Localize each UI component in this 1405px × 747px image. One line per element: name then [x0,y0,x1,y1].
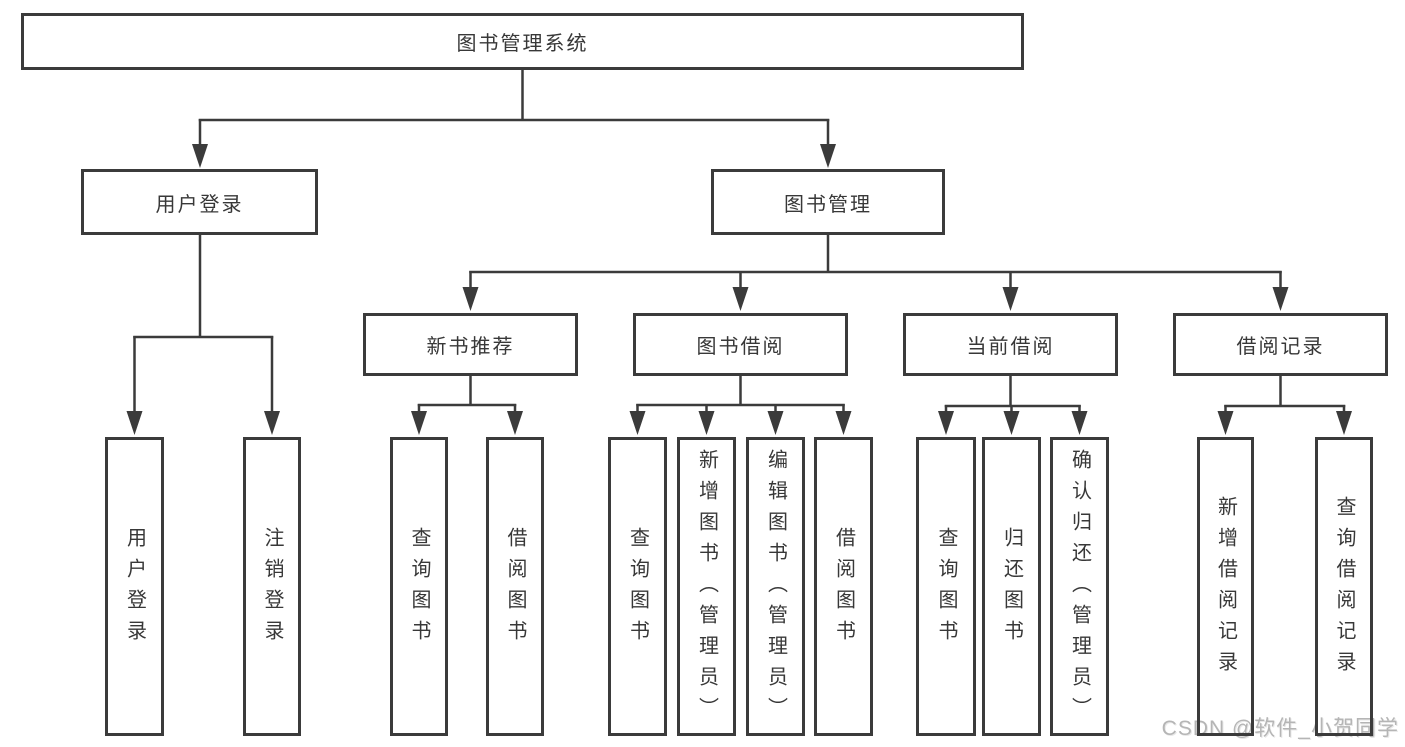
leaf-borrow-books-borrow: 借阅图书 [814,437,873,736]
leaf-query-borrow-record: 查询借阅记录 [1315,437,1373,736]
node-label: 图书借阅 [696,336,785,358]
edge-current-borrow-to-leaves [938,376,1088,435]
node-label: 注销登录 [261,526,283,651]
node-label: 查询借阅记录 [1333,495,1355,682]
edge-root-to-level2 [192,70,836,168]
node-label: 借阅图书 [504,526,526,651]
edge-user-login-to-leaves [126,235,280,435]
node-new-book-recommend: 新书推荐 [363,313,578,376]
node-label: 编辑图书（管理员） [764,449,787,728]
node-label: 新增图书（管理员） [695,449,718,728]
node-user-login: 用户登录 [81,169,318,235]
node-label: 确认归还（管理员） [1068,449,1091,728]
node-label: 借阅记录 [1236,336,1325,358]
leaf-add-borrow-record: 新增借阅记录 [1197,437,1254,736]
node-label: 查询图书 [935,526,957,651]
node-current-borrow: 当前借阅 [903,313,1118,376]
node-label: 新书推荐 [426,336,515,358]
node-label: 新增借阅记录 [1214,495,1237,682]
node-label: 归还图书 [1000,526,1023,651]
node-root-library-system: 图书管理系统 [21,13,1024,70]
node-label: 当前借阅 [966,336,1055,358]
leaf-query-books-recommend: 查询图书 [390,437,448,736]
leaf-logout: 注销登录 [243,437,301,736]
node-label: 用户登录 [123,526,146,651]
node-label: 图书管理系统 [456,33,589,55]
node-label: 图书管理 [784,193,872,216]
leaf-confirm-return-admin: 确认归还（管理员） [1050,437,1109,736]
node-label: 查询图书 [408,526,430,651]
leaf-user-login: 用户登录 [105,437,164,736]
leaf-query-books-current: 查询图书 [916,437,976,736]
leaf-query-books-borrow: 查询图书 [608,437,667,736]
leaf-edit-book-admin: 编辑图书（管理员） [746,437,805,736]
node-book-borrow: 图书借阅 [633,313,848,376]
edge-new-book-recommend-to-leaves [411,376,523,435]
node-label: 用户登录 [155,193,244,216]
node-label: 借阅图书 [832,526,855,651]
node-borrow-records: 借阅记录 [1173,313,1388,376]
leaf-borrow-books-recommend: 借阅图书 [486,437,544,736]
edge-book-borrow-to-leaves [629,376,852,435]
node-label: 查询图书 [626,526,649,651]
leaf-return-book: 归还图书 [982,437,1041,736]
node-book-management: 图书管理 [711,169,945,235]
edge-book-management-to-level3 [462,235,1289,311]
leaf-add-book-admin: 新增图书（管理员） [677,437,736,736]
edge-borrow-records-to-leaves [1217,376,1352,435]
